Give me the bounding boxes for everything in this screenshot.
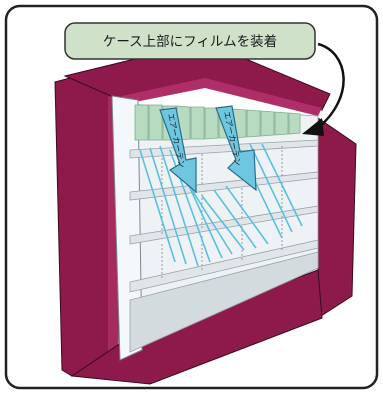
pointer-arrow: [302, 42, 345, 136]
glass-end-panel: [111, 95, 143, 361]
case-right-wall: [317, 117, 357, 319]
shelf-4: [129, 239, 319, 293]
callout: ケース上部にフィルムを装着: [64, 22, 316, 60]
callout-box: [64, 22, 316, 60]
bottom-deck: [129, 251, 319, 353]
callout-label: ケース上部にフィルムを装着: [103, 33, 277, 50]
showcase-case: [54, 41, 357, 385]
case-top-face: [122, 78, 322, 116]
